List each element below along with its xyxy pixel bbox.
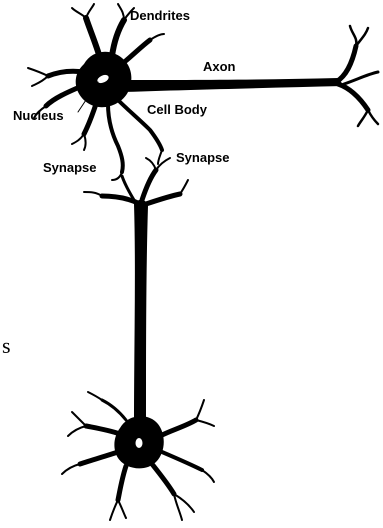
label-dendrites: Dendrites — [130, 9, 190, 22]
label-synapse-right: Synapse — [176, 151, 229, 164]
lower-nucleus — [136, 438, 143, 448]
lower-neuron-top-dendrites — [84, 158, 188, 204]
label-cell-body: Cell Body — [147, 103, 207, 116]
lower-axon — [134, 200, 148, 420]
upper-axon — [124, 78, 344, 92]
axon-terminals — [336, 26, 378, 126]
label-nucleus: Nucleus — [13, 109, 64, 122]
edge-text-fragment: s — [2, 335, 11, 357]
label-synapse-left: Synapse — [43, 161, 96, 174]
label-axon: Axon — [203, 60, 236, 73]
